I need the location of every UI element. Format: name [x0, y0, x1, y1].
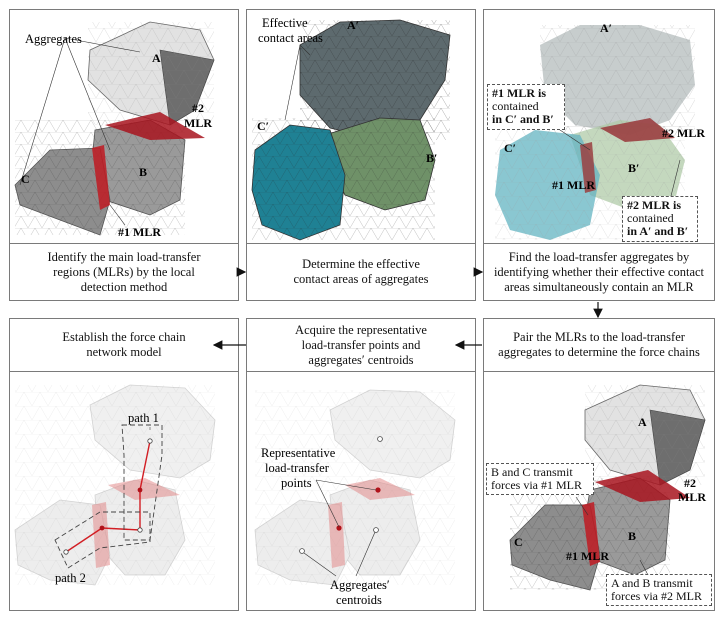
mlr1-region: [92, 145, 110, 210]
centroid-a: [377, 436, 383, 442]
label-path-2: path 2: [55, 571, 86, 585]
label-p3-c: C′: [504, 141, 516, 155]
label-p4-c: C: [514, 535, 523, 549]
label-p2-a: A′: [347, 18, 359, 32]
load-transfer-point-1: [336, 525, 342, 531]
label-aggregates-prime: Aggregates′: [330, 578, 390, 592]
panel4-pairing-drawing: [509, 384, 706, 591]
centroid-c: [299, 548, 305, 554]
label-p3-a: A′: [600, 21, 612, 35]
path-2-dashed-box: [54, 511, 151, 569]
load-transfer-point-2: [375, 487, 381, 493]
label-p4-mlr2-num: #2: [684, 476, 696, 490]
label-p3-mlr1: #1 MLR: [552, 178, 595, 192]
label-p1-c: C: [21, 172, 30, 186]
label-p2-b: B′: [426, 151, 437, 165]
label-centroids: centroids: [336, 593, 382, 607]
panel3-box-mlr1: #1 MLR is contained in C′ and B′: [487, 84, 565, 130]
label-p3-b: B′: [628, 161, 639, 175]
panel2-contact-areas-drawing: [251, 19, 451, 241]
label-p1-b: B: [139, 165, 147, 179]
label-path-1: path 1: [128, 411, 159, 425]
panel1-aggregates-drawing: [14, 21, 215, 236]
panel5-representative-drawing: [254, 389, 456, 586]
label-p1-mlr2-text: MLR: [184, 116, 212, 130]
label-p2-c: C′: [257, 119, 269, 133]
panel3-load-transfer-drawing: [495, 25, 695, 240]
label-p4-mlr2-text: MLR: [678, 490, 706, 504]
label-p4-mlr1: #1 MLR: [566, 549, 609, 563]
label-contact-areas: contact areas: [258, 31, 323, 45]
label-points: points: [281, 476, 312, 490]
panel3-box-mlr2: #2 MLR is contained in A′ and B′: [622, 196, 698, 242]
label-p1-mlr2-num: #2: [192, 101, 204, 115]
panel4-box-mlr2: A and B transmit forces via #2 MLR: [606, 574, 712, 606]
panel6-force-chain-drawing: [14, 384, 216, 586]
panel4-box-mlr1: B and C transmit forces via #1 MLR: [486, 463, 594, 495]
label-p1-mlr1: #1 MLR: [118, 225, 161, 239]
label-representative: Representative: [261, 446, 336, 460]
mlr2-region: [105, 112, 205, 140]
label-p4-a: A: [638, 415, 647, 429]
label-aggregates: Aggregates: [25, 32, 82, 46]
label-load-transfer: load-transfer: [265, 461, 330, 475]
label-p4-b: B: [628, 529, 636, 543]
label-effective: Effective: [262, 16, 308, 30]
label-p1-a: A: [152, 51, 161, 65]
label-p3-mlr2: #2 MLR: [662, 126, 705, 140]
centroid-b: [373, 527, 379, 533]
